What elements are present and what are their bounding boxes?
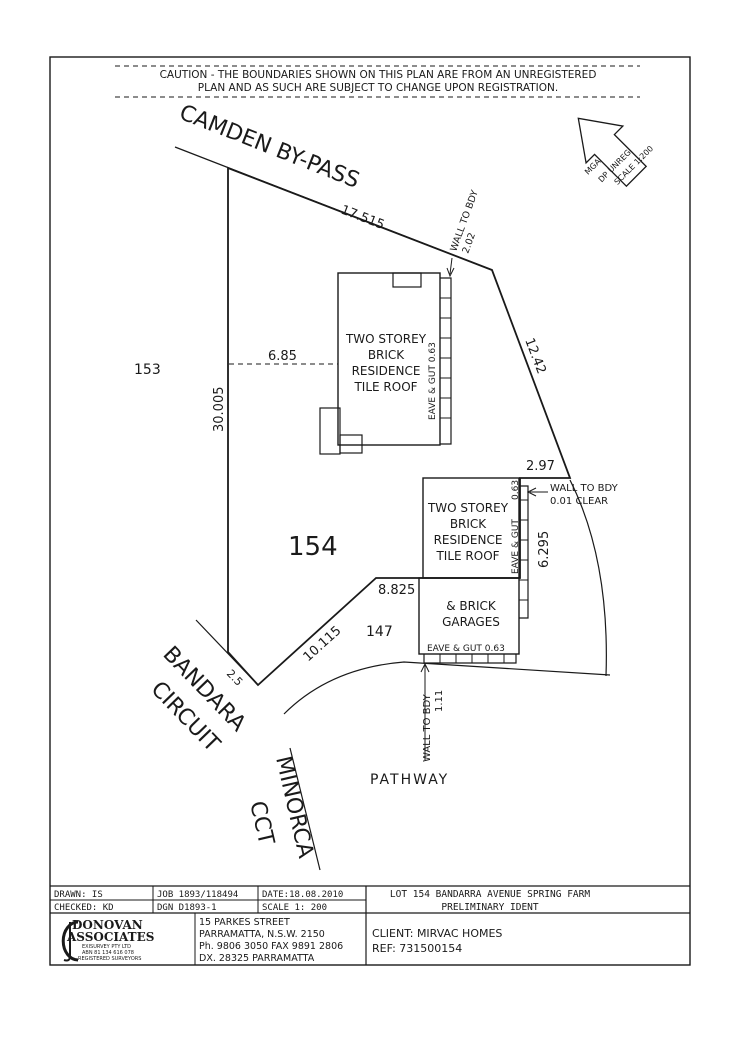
dim-right-step: 2.97 (526, 459, 555, 474)
plan-scale: SCALE 1: 200 (262, 903, 327, 913)
dim-right: 12.42 (521, 336, 548, 376)
sheet-border (49, 56, 691, 966)
address-line-3: Ph. 9806 3050 FAX 9891 2806 (199, 941, 343, 952)
caution-line-2: PLAN AND AS SUCH ARE SUBJECT TO CHANGE U… (198, 82, 559, 94)
dim-bottom-diag: 10.115 (301, 623, 345, 665)
minorca-road-edge (289, 747, 321, 871)
wall-arrow-top (449, 257, 453, 275)
lot-title: LOT 154 BANDARRA AVENUE SPRING FARM (390, 889, 590, 900)
house1-line-3: RESIDENCE (352, 364, 421, 378)
address-line-1: 15 PARKES STREET (199, 917, 290, 928)
dgn-number: DGN D1893-1 (157, 903, 217, 913)
lot-154-label: 154 (288, 532, 338, 562)
house1-line-2: BRICK (368, 348, 405, 362)
minorca-label-2: CCT (244, 799, 278, 848)
north-arrow-icon: MGA DP UNREG SCALE 1:200 (577, 117, 655, 188)
wall-arrow-bottom-head (420, 662, 430, 673)
house1-line-4: TILE ROOF (353, 380, 417, 394)
dim-top: 17.515 (339, 203, 387, 233)
dim-setback: 6.85 (268, 349, 297, 364)
logo-sub-1: EXISURVEY PTY LTD (82, 944, 131, 950)
house1-eave-label: EAVE & GUT 0.63 (428, 342, 438, 420)
minorca-label-1: MINORCA (270, 754, 318, 861)
plan-date: DATE:18.08.2010 (262, 890, 343, 900)
garage-line-1: & BRICK (446, 599, 497, 613)
dim-corner: 2.5 (224, 667, 246, 689)
address-line-2: PARRAMATTA, N.S.W. 2150 (199, 929, 325, 940)
lot-147-label: 147 (366, 624, 393, 640)
reference-number: REF: 731500154 (372, 942, 462, 955)
house2-line-2: BRICK (450, 517, 487, 531)
wall-note-right-1: WALL TO BDY (550, 483, 619, 494)
logo-name-1: DONOVAN (72, 918, 143, 932)
wall-note-right-2: 0.01 CLEAR (550, 496, 608, 507)
drawn-by: DRAWN: IS (54, 890, 103, 900)
dim-bottom-top: 8.825 (378, 583, 415, 598)
house-1-outline (319, 272, 452, 455)
donovan-logo: DONOVAN ASSOCIATES EXISURVEY PTY LTD ABN… (61, 918, 154, 962)
house2-eave-top: 0.63 (511, 480, 521, 500)
garage-outline (418, 577, 520, 664)
garage-eave-label: EAVE & GUT 0.63 (427, 644, 505, 654)
camden-road-label: CAMDEN BY-PASS (176, 100, 363, 193)
house2-eave-label: EAVE & GUT (511, 519, 521, 574)
wall-arrow-right-head (526, 487, 537, 497)
lot-153-label: 153 (134, 362, 161, 378)
dim-garage-side: 6.295 (537, 531, 552, 568)
pathway-edge (283, 661, 611, 715)
wall-arrow-top-head (446, 267, 455, 278)
house1-line-1: TWO STOREY (345, 332, 427, 346)
dim-left: 30.005 (212, 387, 227, 433)
logo-sub-3: REGISTERED SURVEYORS (78, 956, 141, 962)
wall-note-bottom-2: 1.11 (434, 690, 445, 712)
pathway-label: PATHWAY (370, 772, 449, 788)
caution-line-1: CAUTION - THE BOUNDARIES SHOWN ON THIS P… (160, 69, 597, 81)
preliminary-ident: PRELIMINARY IDENT (441, 902, 539, 913)
address-line-4: DX. 28325 PARRAMATTA (199, 953, 315, 964)
logo-name-2: ASSOCIATES (66, 930, 154, 944)
house2-line-3: RESIDENCE (434, 533, 503, 547)
house2-line-1: TWO STOREY (427, 501, 509, 515)
title-block (50, 885, 690, 965)
logo-sub-2: ABN 81 134 616 078 (82, 950, 134, 956)
checked-by: CHECKED: KD (54, 903, 114, 913)
curved-road-edge (569, 479, 607, 677)
lot-154-boundary (227, 166, 572, 687)
garage-line-2: GARAGES (442, 615, 500, 629)
job-number: JOB 1893/118494 (157, 890, 238, 900)
house2-line-4: TILE ROOF (435, 549, 499, 563)
client-name: CLIENT: MIRVAC HOMES (372, 927, 502, 940)
wall-note-bottom-1: WALL TO BDY (422, 693, 433, 762)
